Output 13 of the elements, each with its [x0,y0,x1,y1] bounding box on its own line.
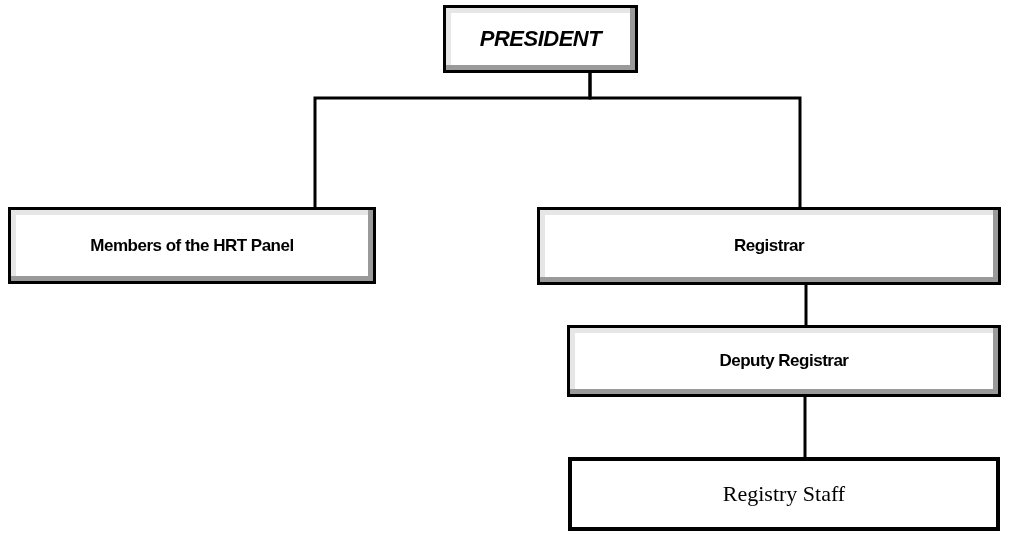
title-box [443,5,638,73]
box-label: PRESIDENT [479,26,602,52]
connector-line [588,73,802,207]
connector-line [803,397,807,457]
box-label: Deputy Registrar [719,351,849,371]
box-label: Registrar [733,236,805,256]
connector-line [804,285,808,325]
org-box [8,207,376,284]
org-box [537,207,1001,285]
org-box [568,457,1000,531]
box-label: Registry Staff [722,481,846,507]
box-label: Members of the HRT Panel [90,235,294,256]
org-box [567,325,1001,397]
